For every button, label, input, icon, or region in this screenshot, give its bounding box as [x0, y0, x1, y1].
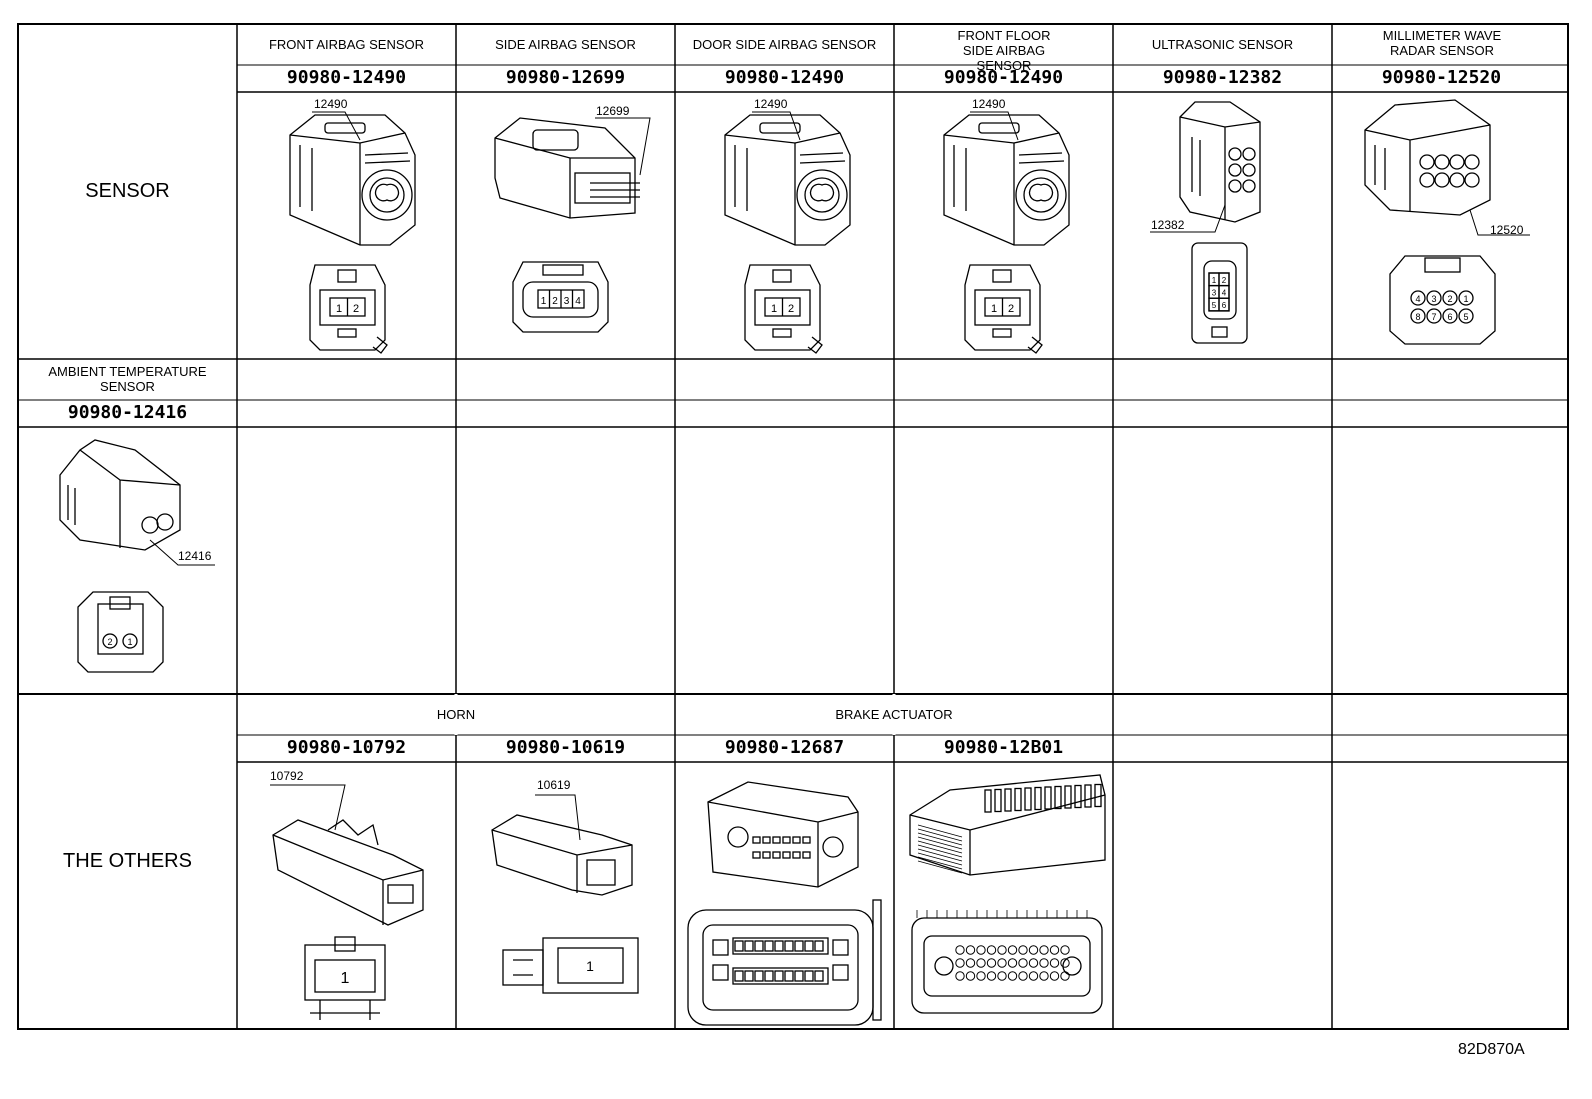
brake-12b01-iso-drawing [909, 774, 1106, 876]
part-number: 90980-12699 [505, 67, 626, 88]
header-brake-actuator: BRAKE ACTUATOR [835, 707, 953, 722]
svg-text:2: 2 [107, 637, 112, 647]
svg-text:3: 3 [1431, 294, 1436, 304]
row-label-others: THE OTHERS [63, 850, 192, 872]
header-millimeter-wave-radar: MILLIMETER WAVE RADAR SENSOR [1382, 28, 1502, 58]
callout-label: 12699 [596, 104, 630, 118]
svg-text:4: 4 [1415, 294, 1420, 304]
svg-text:1: 1 [1212, 276, 1217, 285]
side-airbag-iso-drawing [494, 117, 640, 219]
header-ambient-temperature: AMBIENT TEMPERATURE SENSOR [48, 364, 207, 394]
svg-text:1: 1 [771, 303, 777, 315]
header-side-airbag: SIDE AIRBAG SENSOR [495, 37, 636, 52]
callout-label: 12520 [1490, 223, 1524, 237]
svg-text:2: 2 [1008, 303, 1014, 315]
part-number: 90980-12490 [943, 67, 1064, 88]
svg-text:1: 1 [127, 637, 132, 647]
part-number: 90980-12382 [1162, 67, 1283, 88]
svg-text:2: 2 [353, 303, 359, 315]
svg-text:7: 7 [1431, 312, 1436, 322]
part-number: 90980-12416 [67, 402, 188, 423]
callout-label: 12490 [754, 97, 788, 111]
ultrasonic-iso-drawing [1179, 101, 1261, 223]
svg-text:6: 6 [1222, 301, 1227, 310]
table-grid [17, 23, 1569, 1030]
svg-text:2: 2 [1222, 276, 1227, 285]
svg-text:4: 4 [1222, 289, 1227, 298]
svg-text:1: 1 [341, 970, 350, 987]
brake-12687-face-drawing [687, 899, 882, 1026]
svg-text:2: 2 [552, 296, 558, 307]
front-floor-side-airbag-iso-drawing [943, 114, 1070, 246]
brake-12687-iso-drawing [707, 781, 859, 888]
callout-label: 12490 [314, 97, 348, 111]
door-side-airbag-iso-drawing [724, 114, 851, 246]
part-number: 90980-12687 [724, 737, 845, 758]
figure-code: 82D870A [1458, 1041, 1525, 1058]
header-front-floor-side-airbag: FRONT FLOOR SIDE AIRBAG SENSOR [957, 28, 1051, 73]
callout-label: 10792 [270, 769, 304, 783]
ambient-sensor-iso-drawing [59, 439, 181, 551]
svg-text:4: 4 [575, 296, 581, 307]
svg-text:2: 2 [788, 303, 794, 315]
svg-text:1: 1 [991, 303, 997, 315]
brake-12b01-face-drawing [911, 910, 1103, 1014]
front-airbag-iso-drawing [289, 114, 416, 246]
header-ultrasonic: ULTRASONIC SENSOR [1151, 37, 1294, 52]
part-number: 90980-12490 [724, 67, 845, 88]
svg-text:5: 5 [1463, 312, 1468, 322]
row-label-sensor: SENSOR [85, 180, 170, 202]
part-number: 90980-12B01 [943, 737, 1064, 758]
callout-label: 12382 [1151, 218, 1185, 232]
svg-text:1: 1 [336, 303, 342, 315]
svg-text:1: 1 [541, 296, 547, 307]
horn-10619-iso-drawing [491, 814, 633, 896]
svg-text:3: 3 [564, 296, 570, 307]
callout-label: 12416 [178, 549, 212, 563]
callout-label: 12490 [972, 97, 1006, 111]
svg-text:8: 8 [1415, 312, 1420, 322]
radar-face-drawing: 4 3 2 1 8 7 6 5 [1389, 255, 1496, 345]
part-number: 90980-10792 [286, 737, 407, 758]
svg-text:2: 2 [1447, 294, 1452, 304]
svg-text:1: 1 [1463, 294, 1468, 304]
part-number: 90980-12520 [1381, 67, 1502, 88]
header-horn: HORN [436, 707, 476, 722]
svg-text:5: 5 [1212, 301, 1217, 310]
header-door-side-airbag: DOOR SIDE AIRBAG SENSOR [692, 37, 877, 52]
svg-text:1: 1 [586, 958, 594, 974]
svg-text:3: 3 [1212, 289, 1217, 298]
horn-10619-face-drawing: 1 [502, 937, 639, 994]
svg-text:6: 6 [1447, 312, 1452, 322]
part-number: 90980-12490 [286, 67, 407, 88]
part-number: 90980-10619 [505, 737, 626, 758]
callout-label: 10619 [537, 778, 571, 792]
radar-iso-drawing [1364, 99, 1491, 216]
horn-10792-face-drawing: 1 [304, 936, 386, 1020]
horn-10792-iso-drawing [272, 819, 424, 926]
header-front-airbag: FRONT AIRBAG SENSOR [268, 37, 425, 52]
